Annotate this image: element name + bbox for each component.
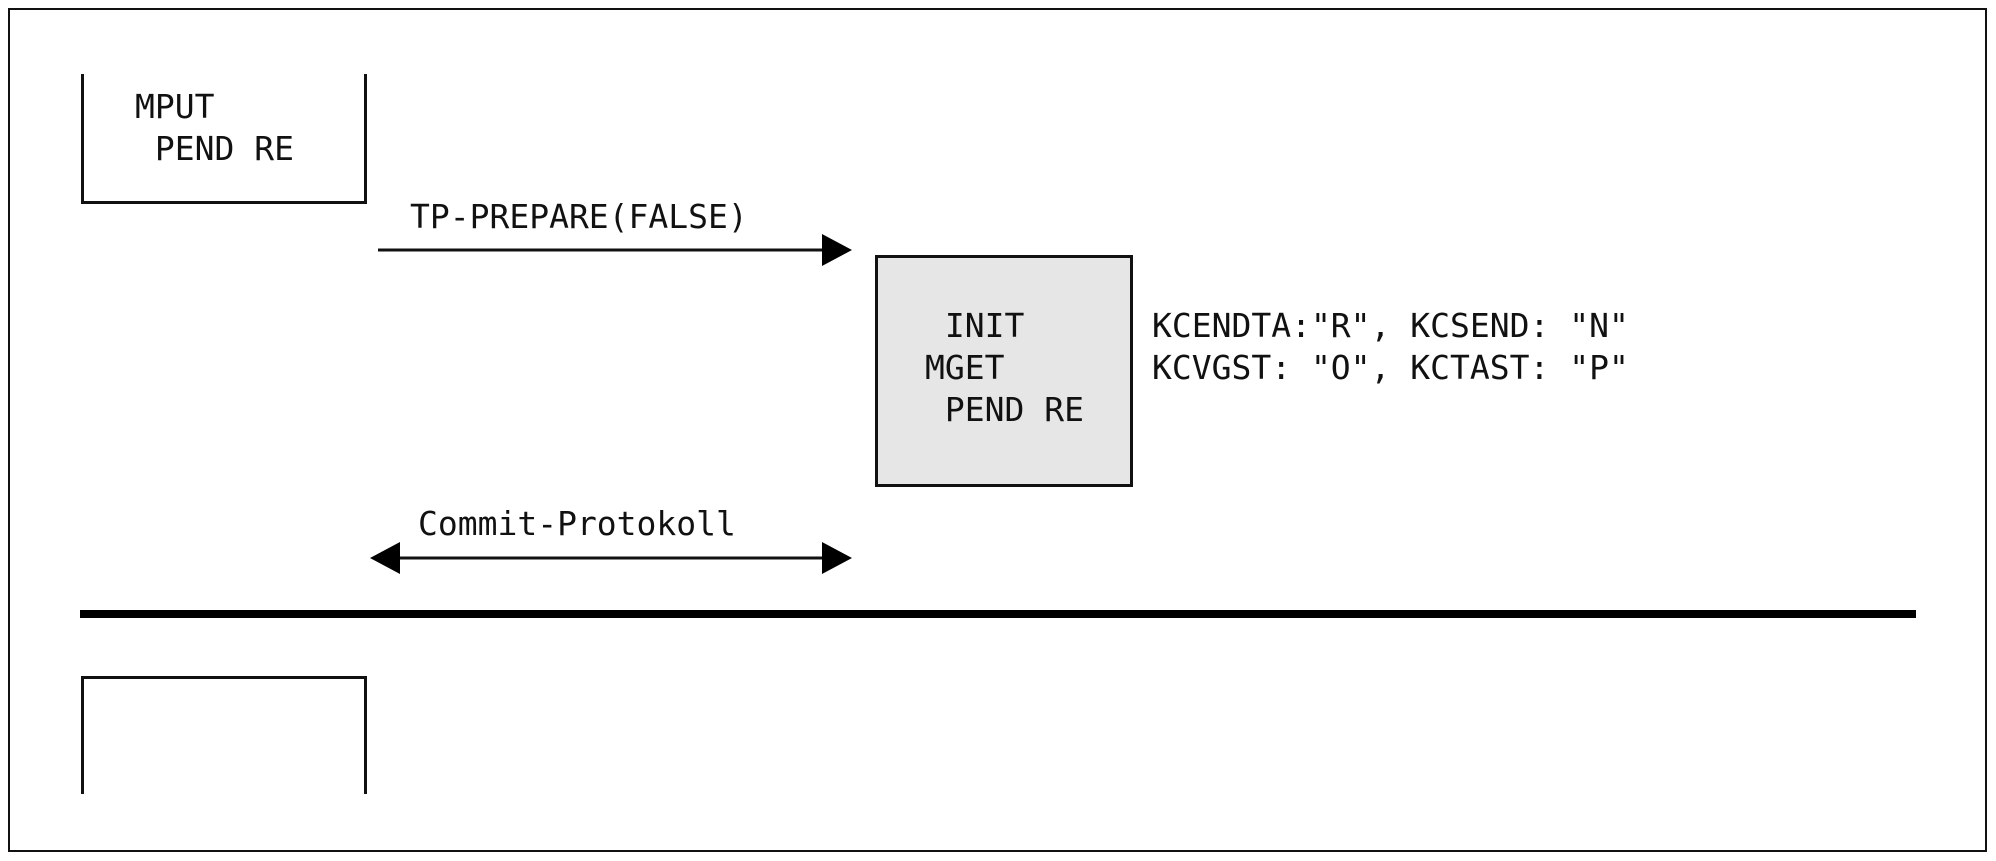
mput-pend-box-label: MPUT PEND RE [135, 87, 294, 169]
commit-protokoll-arrow [370, 542, 852, 574]
empty-box [81, 676, 367, 794]
tp-prepare-arrow-label: TP-PREPARE(FALSE) [410, 197, 748, 236]
tp-prepare-arrow [378, 234, 852, 266]
thick-divider-bar [80, 610, 1916, 618]
diagram-outer-frame [8, 8, 1987, 852]
kc-parameter-annotation: KCENDTA:"R", KCSEND: "N" KCVGST: "O", KC… [1152, 306, 1629, 388]
mput-pend-box [81, 74, 367, 204]
init-mget-pend-box-label: INIT MGET PEND RE [925, 306, 1084, 430]
init-mget-pend-box [875, 255, 1133, 487]
commit-protokoll-arrow-label: Commit-Protokoll [418, 504, 736, 543]
